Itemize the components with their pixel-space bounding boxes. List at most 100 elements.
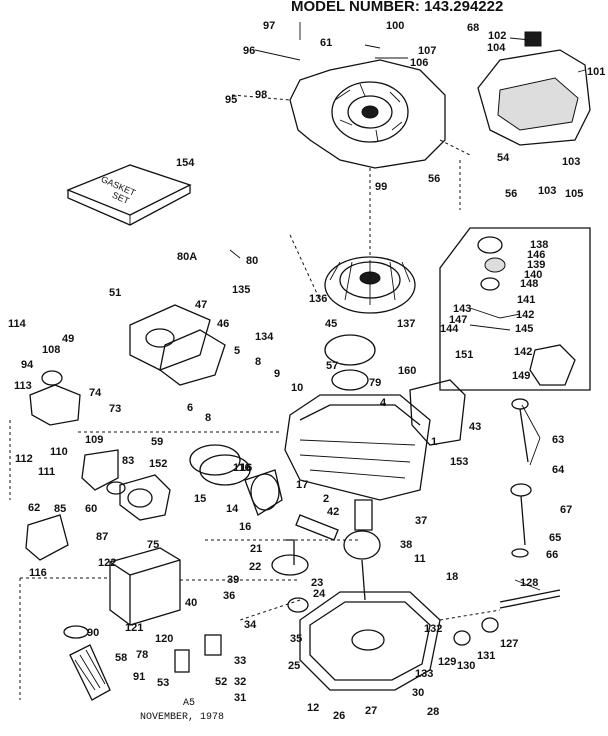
side-bracket-drawing [409,379,466,446]
crankcase-sump-drawing [299,591,441,691]
callout-label: 102 [488,30,507,42]
flywheel-drawing [324,256,416,314]
callout-label: 65 [549,532,562,544]
cam-gear-drawing [271,539,309,576]
callout-label: 15 [194,493,207,505]
callout-label: 43 [469,421,482,433]
callout-label: 116 [233,462,251,474]
callout-label: 1 [431,436,438,448]
callout-label: 91 [133,671,146,683]
callout-label: 120 [155,633,174,645]
callout-label: 138 [530,239,549,251]
callout-label: 112 [15,453,33,465]
callout-label: 114 [8,318,26,330]
blower-housing-drawing [289,59,446,169]
callout-label: 17 [296,479,309,491]
callout-label: 129 [438,656,457,668]
callout-label: 128 [520,577,539,589]
breather-assembly-drawing [29,370,81,426]
alignment-dashed-lines [9,94,501,700]
page-code: A5 [183,698,196,709]
callout-label: 80A [177,251,198,263]
callout-label: 2 [323,493,330,505]
callout-label: 12 [307,702,320,714]
callout-label: 90 [87,627,100,639]
callout-label: 36 [223,590,236,602]
callout-label: 39 [227,574,240,586]
callout-label: 8 [255,356,262,368]
callout-label: 73 [109,403,122,415]
callout-label: 5 [234,345,241,357]
callout-label: 152 [149,458,168,470]
callout-label: 18 [446,571,459,583]
callout-label: 140 [524,269,543,281]
callout-label: 21 [250,543,263,555]
callout-label: 139 [527,259,546,271]
governor-shaft-drawing [453,589,561,646]
callout-label: 87 [96,531,109,543]
callout-label: 8 [205,412,212,424]
dipstick-drawing [510,398,532,558]
callout-label: 130 [457,660,476,672]
callout-label: 68 [467,22,480,34]
air-filter-drawing [63,625,111,701]
callout-label: 62 [28,502,41,514]
callout-label: 147 [449,314,468,326]
callout-label: 142 [514,346,533,358]
callout-label: 121 [125,622,144,634]
callout-label: 61 [320,37,333,49]
callout-label: 52 [215,676,228,688]
callout-label: 33 [234,655,247,667]
gas-tank-drawing [477,31,591,146]
piston-rings-drawing [189,444,283,516]
callout-label: 103 [538,185,557,197]
callout-label: 111 [38,466,56,478]
callout-label: 11 [414,553,426,565]
callout-label: 83 [122,455,135,467]
gaskets-drawing [174,634,222,673]
carburetor-body-drawing [119,474,171,521]
callout-label: 67 [560,504,573,516]
callout-label: 143 [453,303,472,315]
callout-label: 108 [42,344,61,356]
callout-label: 9 [274,368,281,380]
callout-label: 51 [109,287,122,299]
callout-label: 28 [427,706,440,718]
publication-date: NOVEMBER, 1978 [140,712,225,723]
callout-label: 37 [415,515,428,527]
callout-label: 141 [517,294,536,306]
callout-label: 45 [325,318,338,330]
callout-label: 127 [500,638,519,650]
callout-label: 58 [115,652,128,664]
callout-label: 122 [98,557,117,569]
callout-label: 54 [497,152,510,164]
callout-label: 98 [255,89,268,101]
callout-label: 133 [415,668,434,680]
callout-label: 59 [151,436,164,448]
callout-label: 132 [424,623,443,635]
callout-label: 40 [185,597,198,609]
callout-label: 42 [327,506,340,518]
callout-label: 56 [428,173,441,185]
callout-label: 110 [50,446,68,458]
callout-label: 100 [386,20,405,32]
governor-bracket-drawing [81,449,126,495]
callout-label: 101 [587,66,606,78]
callout-label: 31 [234,692,247,704]
callout-label: 22 [249,561,262,573]
callout-label: 104 [487,42,506,54]
callout-label: 107 [418,45,437,57]
callout-label: 78 [136,649,149,661]
callout-label: 4 [380,397,387,409]
callout-label: 57 [326,360,339,372]
callout-label: 99 [375,181,388,193]
callout-label: 74 [89,387,102,399]
cylinder-block-drawing [284,334,431,501]
callout-label: 75 [147,539,160,551]
callout-label: 149 [512,370,531,382]
mounting-bracket-drawing [25,514,69,561]
callout-label: 49 [62,333,75,345]
callout-label: 148 [520,278,539,290]
callout-label: 80 [246,255,259,267]
